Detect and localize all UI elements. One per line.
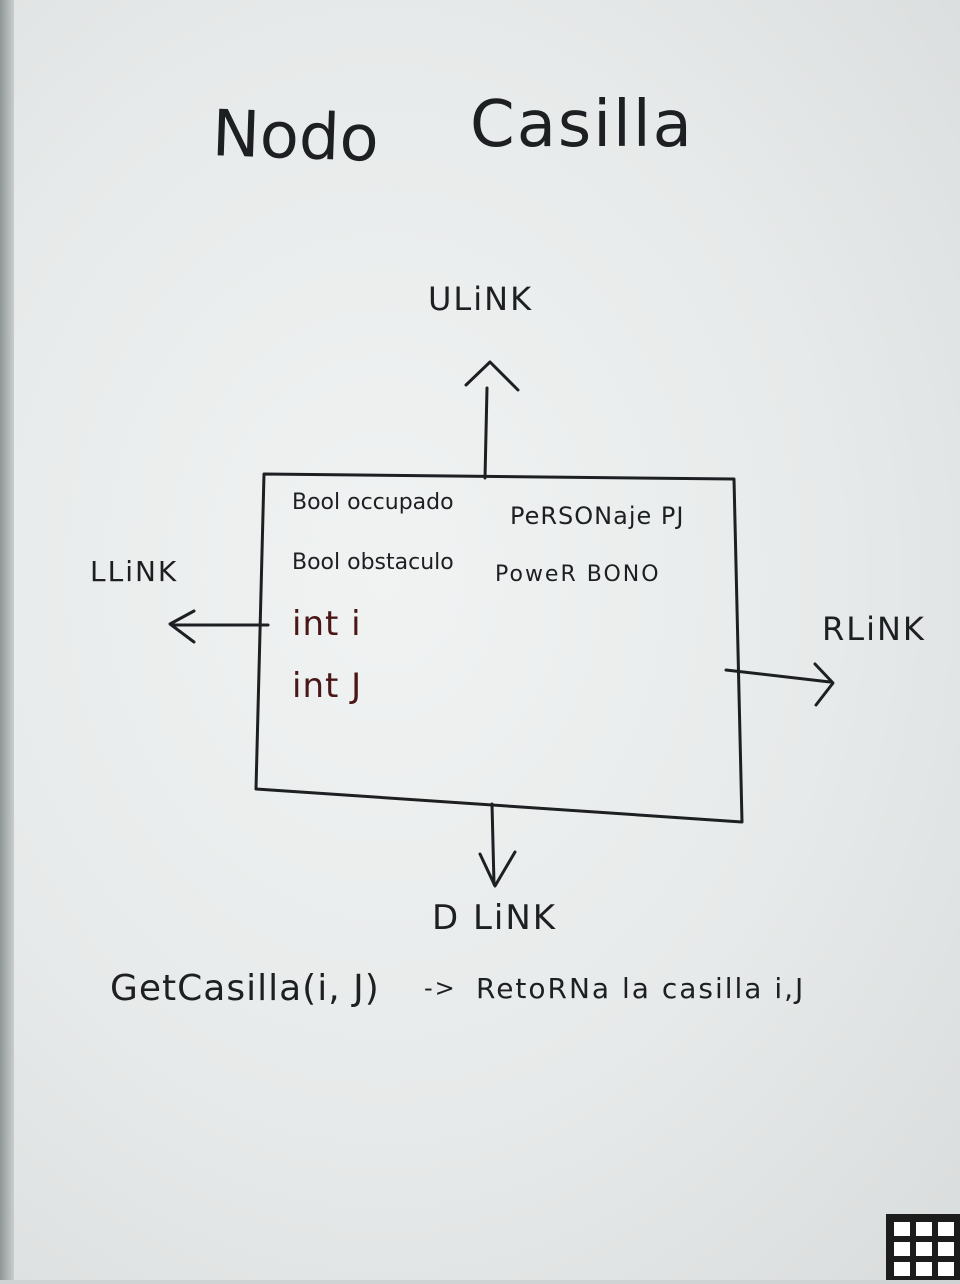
method-description: RetoRNa la casilla i,J bbox=[476, 972, 806, 1005]
method-signature: GetCasilla(i, J) bbox=[110, 968, 380, 1009]
right-link-line bbox=[724, 668, 832, 684]
node-box bbox=[254, 472, 744, 824]
field-personaje: PeRSONaje PJ bbox=[510, 502, 685, 530]
down-link-arrowhead bbox=[478, 850, 517, 888]
field-bool-obstaculo: Bool obstaculo bbox=[292, 550, 454, 575]
left-link-arrowhead bbox=[168, 609, 196, 644]
up-link-arrowhead bbox=[464, 360, 520, 392]
field-bool-ocupado: Bool occupado bbox=[292, 490, 454, 515]
down-link-line bbox=[490, 802, 496, 886]
down-link-label: D LiNK bbox=[432, 898, 558, 938]
grid-icon bbox=[894, 1222, 954, 1276]
up-link-line bbox=[483, 386, 489, 480]
field-int-j: int J bbox=[292, 666, 363, 706]
field-power-bono: PoweR BONO bbox=[495, 562, 661, 587]
title-casilla: Casilla bbox=[470, 88, 694, 162]
method-arrow: -> bbox=[424, 974, 457, 1002]
left-link-label: LLiNK bbox=[90, 555, 179, 588]
up-link-label: ULiNK bbox=[428, 280, 534, 318]
right-link-arrowhead bbox=[813, 662, 835, 707]
right-link-label: RLiNK bbox=[822, 610, 926, 648]
corner-grid-marker bbox=[886, 1214, 960, 1280]
title-nodo: Nodo bbox=[210, 97, 381, 177]
board-frame-edge bbox=[0, 0, 14, 1280]
field-int-i: int i bbox=[292, 604, 362, 644]
